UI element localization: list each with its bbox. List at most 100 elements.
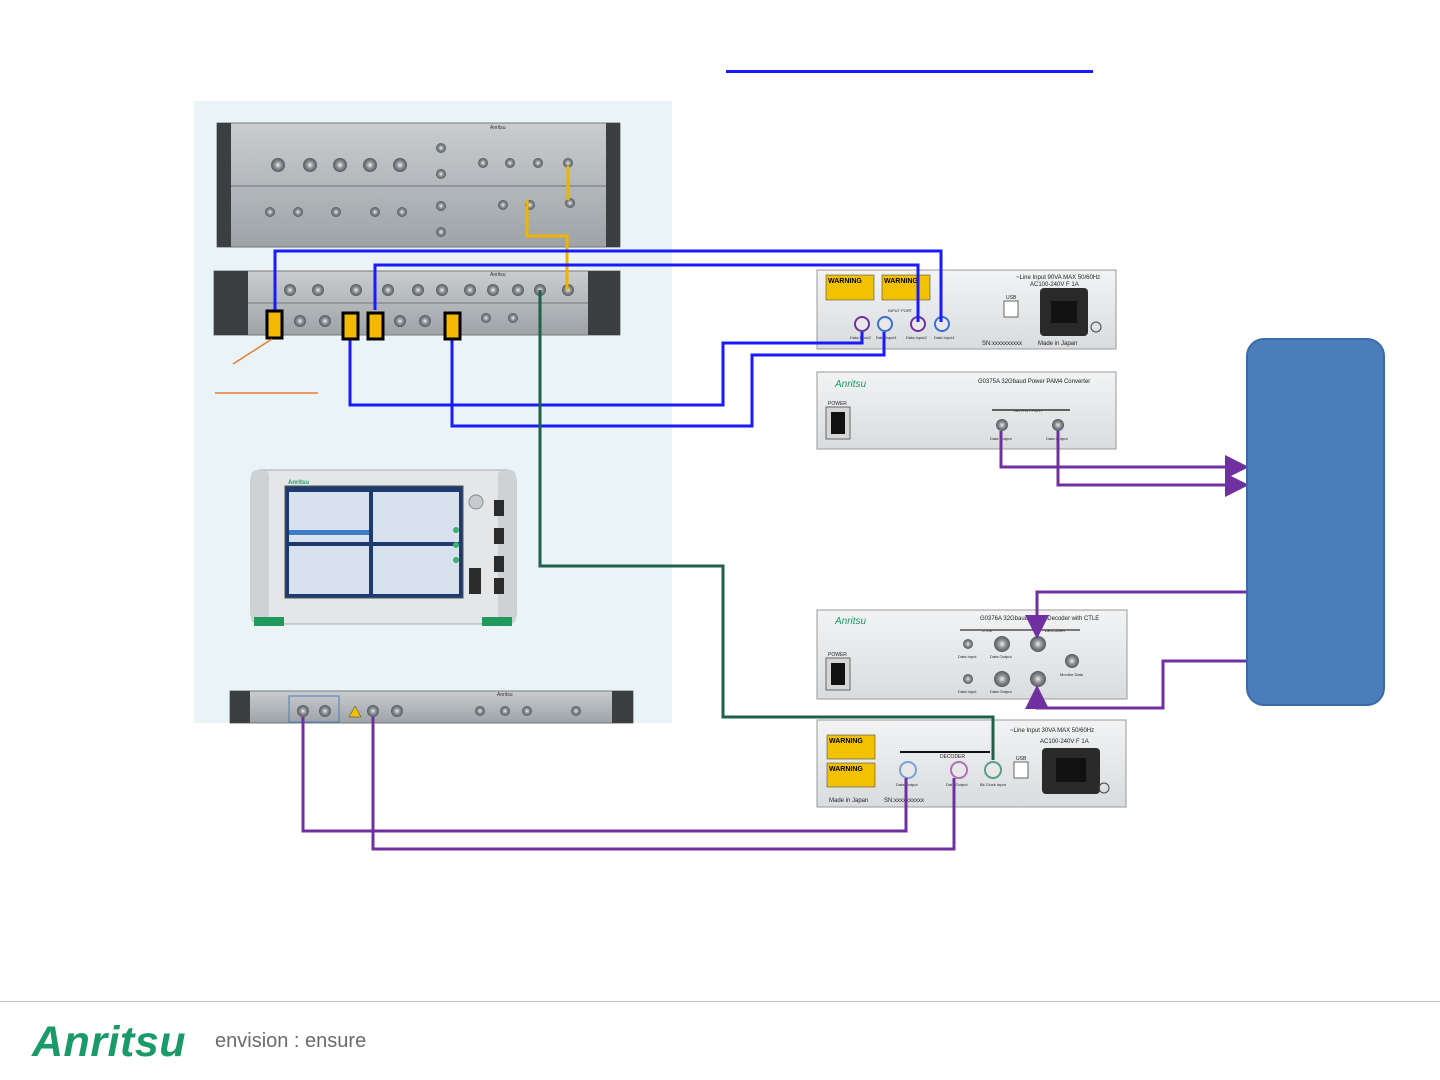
converter-input-connector (877, 316, 893, 332)
made-in-label: Made in Japan (829, 798, 868, 804)
connector (533, 158, 543, 168)
port-label: Data Input (958, 689, 977, 694)
connector (505, 158, 515, 168)
connector (284, 284, 296, 296)
top-chassis-connectors (265, 143, 575, 237)
bottom-chassis-left-handle (230, 691, 250, 723)
decoder-label: DECODER (940, 754, 965, 760)
connector (319, 315, 331, 327)
module-rack-right-handle (588, 271, 620, 335)
decoder-connector (994, 671, 1010, 687)
connector (508, 313, 518, 323)
green-cable (538, 290, 995, 760)
decoder-connector (994, 636, 1010, 652)
connector (436, 143, 446, 153)
connector (563, 158, 573, 168)
connector (394, 315, 406, 327)
decoder-rear-connector (950, 761, 968, 779)
warning-label (826, 762, 876, 788)
port-label: Data Output (990, 689, 1012, 694)
decoder-connector (1030, 636, 1046, 652)
decoder-connector (963, 639, 973, 649)
made-in-label: Made in Japan (1038, 341, 1077, 347)
usb-port-icon (1003, 300, 1019, 318)
port-label: Data Input2 (906, 335, 927, 340)
connector (297, 705, 309, 717)
mainframe-button (494, 556, 504, 572)
screen-window (289, 546, 369, 594)
decoder-rear-connector (899, 761, 917, 779)
connector (512, 284, 524, 296)
serial-label: SN:xxxxxxxxxx (884, 798, 924, 804)
purple-cable (1025, 659, 1246, 710)
screen-window (373, 546, 459, 594)
purple-cable (1025, 590, 1246, 639)
connector (265, 207, 275, 217)
bottom-chassis-right-handle (612, 691, 633, 723)
warning-label (826, 734, 876, 760)
connector (487, 284, 499, 296)
connector (419, 315, 431, 327)
cables (273, 166, 1249, 851)
purple-cable (301, 717, 908, 833)
decoder-front-panel: Anritsu G0376A 32Gbaud PAM4 Decoder with… (816, 609, 1128, 700)
mainframe-button (494, 578, 504, 594)
connector (382, 284, 394, 296)
line-input-label: ~Line Input 30VA MAX 50/60Hz (1010, 728, 1094, 734)
adapter-marker (366, 311, 385, 341)
decoder-model: G0376A 32Gbaud PAM4 Decoder with CTLE (980, 616, 1099, 622)
warning-text: WARNING (884, 278, 918, 285)
screen-highlight (289, 530, 369, 535)
power-label: POWER (828, 401, 847, 407)
callout-leader (232, 338, 273, 365)
port-label: Data Input (958, 654, 977, 659)
converter-rear-panel: WARNING WARNING ~Line Input 90VA MAX 50/… (816, 269, 1117, 350)
port-label: Bit Clock Input (980, 782, 1007, 787)
top-chassis-left-handle (217, 123, 231, 247)
top-chassis-body (216, 122, 621, 248)
power-switch (831, 412, 845, 434)
blue-cable (348, 332, 864, 407)
converter-front-panel: Anritsu G0375A 32Gbaud Power PAM4 Conver… (816, 371, 1117, 450)
decoder-connector (1065, 654, 1079, 668)
power-label: POWER (828, 652, 847, 658)
adapter-marker (341, 311, 360, 341)
ground-icon (1090, 321, 1102, 333)
module-rack-badge: Anritsu (490, 272, 506, 278)
connector (397, 207, 407, 217)
connector (412, 284, 424, 296)
decoder-connector (963, 674, 973, 684)
connector (319, 705, 331, 717)
connector (478, 158, 488, 168)
mainframe-button (494, 500, 504, 516)
title-underline (726, 70, 1093, 73)
input-port-label: INPUT PORT (888, 308, 913, 313)
voltage-label: AC100-240V F 1A (1030, 282, 1079, 288)
connector (481, 313, 491, 323)
mainframe-foot (254, 617, 284, 626)
decoder-rear-connector (984, 761, 1002, 779)
converter-output-connector (996, 419, 1008, 431)
connector (271, 158, 285, 172)
serial-label: SN:xxxxxxxxxx (982, 341, 1022, 347)
top-chassis-right-handle (606, 123, 620, 247)
connector (522, 706, 532, 716)
warning-label (881, 274, 931, 301)
usb-label: USB (1016, 756, 1027, 762)
mainframe-led (453, 542, 459, 548)
mainframe-button (494, 528, 504, 544)
connector (475, 706, 485, 716)
bottom-chassis-badge: Anritsu (497, 692, 513, 698)
connector (391, 705, 403, 717)
connector (498, 200, 508, 210)
converter-model: G0375A 32Gbaud Power PAM4 Converter (978, 379, 1090, 385)
connector (333, 158, 347, 172)
decoder-brand: Anritsu (834, 616, 867, 627)
bottom-chassis: Anritsu (229, 690, 634, 724)
bottom-chassis-port-frame (288, 695, 340, 723)
connector (436, 284, 448, 296)
connector (436, 227, 446, 237)
line-input-label: ~Line Input 90VA MAX 50/60Hz (1016, 275, 1100, 281)
module-rack-connectors (284, 284, 574, 327)
connector (312, 284, 324, 296)
